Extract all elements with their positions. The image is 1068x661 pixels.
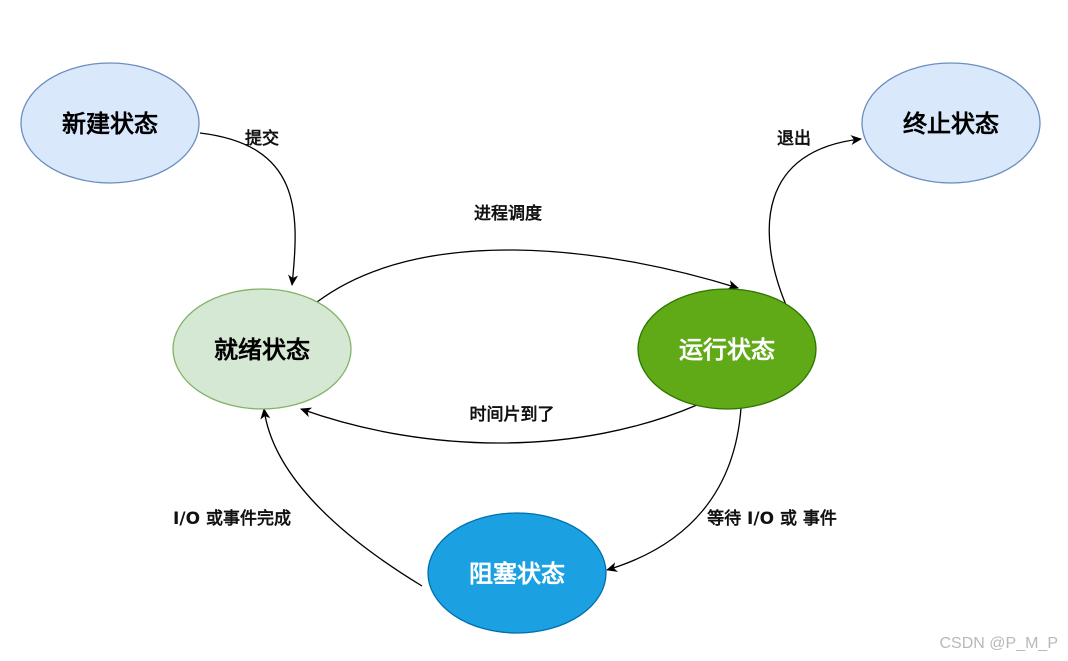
- node-blocked: 阻塞状态: [427, 512, 607, 634]
- node-running-label: 运行状态: [679, 336, 775, 364]
- edge-schedule: [316, 249, 739, 303]
- edge-label-submit: 提交: [245, 128, 279, 149]
- watermark: CSDN @P_M_P: [939, 635, 1059, 652]
- edge-label-timeout: 时间片到了: [470, 404, 555, 425]
- edge-io-done: [260, 408, 423, 587]
- node-blocked-shape: [427, 512, 607, 634]
- node-new-label: 新建状态: [62, 110, 158, 138]
- edge-exit: [768, 135, 862, 306]
- edge-label-wait: 等待 I/O 或 事件: [707, 508, 837, 529]
- edge-label-exit: 退出: [777, 128, 811, 149]
- node-blocked-label: 阻塞状态: [469, 560, 565, 588]
- node-ready-shape: [172, 288, 352, 410]
- node-new-shape: [20, 62, 200, 184]
- node-new: 新建状态: [20, 62, 200, 184]
- node-running: 运行状态: [637, 288, 817, 410]
- edge-label-io-done: I/O 或事件完成: [173, 508, 291, 529]
- edge-label-schedule: 进程调度: [474, 203, 543, 224]
- edge-wait: [606, 407, 742, 572]
- node-terminated-shape: [861, 62, 1041, 184]
- node-terminated: 终止状态: [861, 62, 1041, 184]
- node-ready: 就绪状态: [172, 288, 352, 410]
- edge-timeout: [300, 404, 698, 444]
- node-ready-label: 就绪状态: [214, 336, 310, 364]
- node-terminated-label: 终止状态: [903, 110, 999, 138]
- edge-submit: [199, 132, 299, 286]
- node-running-shape: [637, 288, 817, 410]
